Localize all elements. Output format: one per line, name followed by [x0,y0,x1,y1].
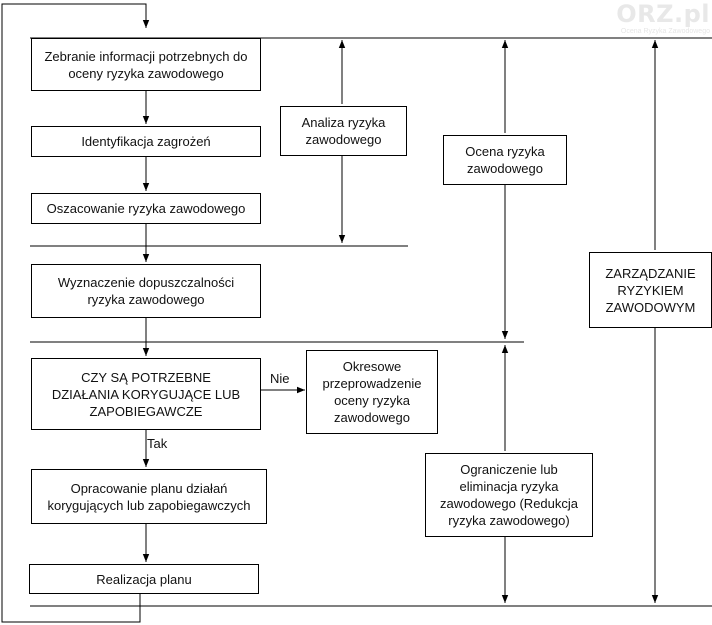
scope-risk-assessment: Ocena ryzyka zawodowego [443,135,567,185]
watermark-logo: ORZ.pl [616,0,710,28]
step-periodic-assessment: Okresowe przeprowadzenie oceny ryzyka za… [306,350,438,434]
orz-watermark: ORZ.pl Ocena Ryzyka Zawodowego [598,0,710,36]
step-risk-acceptability: Wyznaczenie dopuszczalności ryzyka zawod… [31,264,261,318]
scope-risk-management: ZARZĄDZANIE RYZYKIEM ZAWODOWYM [589,252,712,328]
decision-corrective-actions: CZY SĄ POTRZEBNE DZIAŁANIA KORYGUJĄCE LU… [31,358,261,430]
label-yes: Tak [147,436,168,451]
step-plan-implementation: Realizacja planu [29,564,259,594]
feedback-loop-line [1,3,150,623]
step-collect-info: Zebranie informacji potrzebnych do oceny… [31,38,261,91]
step-prepare-action-plan: Opracowanie planu działań korygujących l… [31,469,267,524]
scope-risk-reduction: Ograniczenie lub eliminacja ryzyka zawod… [425,453,593,537]
scope-risk-analysis: Analiza ryzyka zawodowego [280,106,407,156]
watermark-subtitle: Ocena Ryzyka Zawodowego [620,28,710,35]
label-no: Nie [270,371,290,386]
step-hazard-identification: Identyfikacja zagrożeń [31,126,261,157]
step-risk-estimation: Oszacowanie ryzyka zawodowego [31,193,261,224]
